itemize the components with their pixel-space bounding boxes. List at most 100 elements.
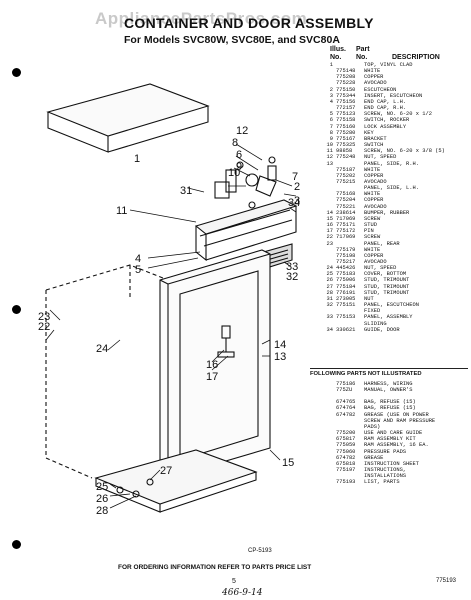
illus-no: 12 xyxy=(326,154,333,161)
part-description: COPPER xyxy=(364,197,384,204)
part-no: 273005 xyxy=(336,295,356,302)
leader-lines xyxy=(45,143,297,509)
part-description: COPPER xyxy=(364,74,384,81)
part-description: COPPER xyxy=(364,252,384,259)
part-no: 675817 xyxy=(336,436,356,443)
illus-no: 34 xyxy=(326,326,333,333)
hardware-cluster xyxy=(214,156,277,209)
illus-no: 17 xyxy=(326,228,333,235)
callout-26: 26 xyxy=(96,493,108,505)
callout-14: 14 xyxy=(274,339,286,351)
illus-no: 8 xyxy=(329,129,333,136)
part-no: 775148 xyxy=(336,68,356,75)
part-description: PANEL, ESCUTCHEON xyxy=(364,302,419,309)
callout-13: 13 xyxy=(274,351,286,363)
part-no: 238614 xyxy=(336,209,356,216)
part-description: GREASE (USE ON POWER xyxy=(364,411,429,418)
not-illustrated-header: FOLLOWING PARTS NOT ILLUSTRATED xyxy=(310,368,468,377)
illus-no: 9 xyxy=(329,135,333,142)
part-no: 775200 xyxy=(336,430,356,437)
part-no: 775179 xyxy=(336,246,356,253)
part-no: 330621 xyxy=(336,326,356,333)
callout-12: 12 xyxy=(236,125,248,137)
page-number: 5 xyxy=(232,578,236,585)
part-no: 775167 xyxy=(336,135,356,142)
part-no: 775158 xyxy=(336,117,356,124)
part-description: BRACKET xyxy=(364,135,387,142)
part-no: 775150 xyxy=(336,86,356,93)
part-no: 775123 xyxy=(336,111,356,118)
not-illustrated-row: SCREW AND RAM PRESSURE xyxy=(323,418,469,424)
part-no: 775059 xyxy=(336,442,356,449)
part-description: KEY xyxy=(364,129,374,136)
illus-no: 10 xyxy=(326,142,333,149)
part-description: NUT xyxy=(364,295,374,302)
parts-row: SLIDING xyxy=(323,321,469,327)
part-description: SCREW, NO. 6-20 x 3/8 (5) xyxy=(364,148,445,155)
part-description: NUT, SPEED xyxy=(364,265,397,272)
part-no: 717069 xyxy=(336,234,356,241)
part-description: SWITCH xyxy=(364,142,384,149)
part-no: 772157 xyxy=(336,105,356,112)
ordering-footer: FOR ORDERING INFORMATION REFER TO PARTS … xyxy=(118,564,312,571)
part-description: PADS) xyxy=(364,423,381,430)
illus-no: 7 xyxy=(329,123,333,130)
not-illustrated-row: INSTALLATIONS xyxy=(323,473,469,479)
illus-no: 22 xyxy=(326,234,333,241)
part-description: STUD, TRIMOUNT xyxy=(364,283,410,290)
illus-no: 32 xyxy=(326,302,333,309)
part-description: RAM ASSEMBLY KIT xyxy=(364,436,416,443)
not-illustrated-row: PADS) xyxy=(323,424,469,430)
not-illustrated-row: 775200 USE AND CARE GUIDE xyxy=(323,430,469,436)
part-description: AVOCADO xyxy=(364,178,387,185)
part-description: STUD xyxy=(364,222,377,229)
col-no-2: No. xyxy=(356,54,368,61)
bottom-cover-drawing xyxy=(94,449,258,513)
part-description: BAG, REFUSE (15) xyxy=(364,405,416,412)
part-description: GREASE xyxy=(364,454,384,461)
callout-6: 6 xyxy=(236,149,242,161)
callout-33: 33 xyxy=(286,261,298,273)
watermark: AppliancePartsPros.com xyxy=(95,9,308,28)
exploded-diagram: 1 2 3 4 5 6 7 8 9 10 11 12 13 14 15 16 1… xyxy=(38,83,300,517)
part-description: USE AND CARE GUIDE xyxy=(364,430,423,437)
part-no: 775248 xyxy=(336,154,356,161)
parts-row: FIXED xyxy=(323,308,469,314)
cp-code: CP-5193 xyxy=(248,548,272,554)
callout-16: 16 xyxy=(206,359,218,371)
illus-no: 1 xyxy=(329,62,333,68)
parts-row: 775204 COPPER xyxy=(323,197,469,203)
callout-17: 17 xyxy=(206,371,218,383)
part-no: 775204 xyxy=(336,197,356,204)
callout-5: 5 xyxy=(135,264,141,276)
part-no: 674765 xyxy=(336,399,356,406)
part-description: SCREW AND RAM PRESSURE xyxy=(364,417,436,424)
binder-hole xyxy=(12,540,21,549)
part-description: PANEL, ASSEMBLY xyxy=(364,314,413,321)
part-no: 445426 xyxy=(336,265,356,272)
part-description: SCREW xyxy=(364,215,381,222)
part-description: SWITCH, ROCKER xyxy=(364,117,410,124)
part-description: STUD, TRIMOUNT xyxy=(364,289,410,296)
part-description: GUIDE, DOOR xyxy=(364,326,400,333)
